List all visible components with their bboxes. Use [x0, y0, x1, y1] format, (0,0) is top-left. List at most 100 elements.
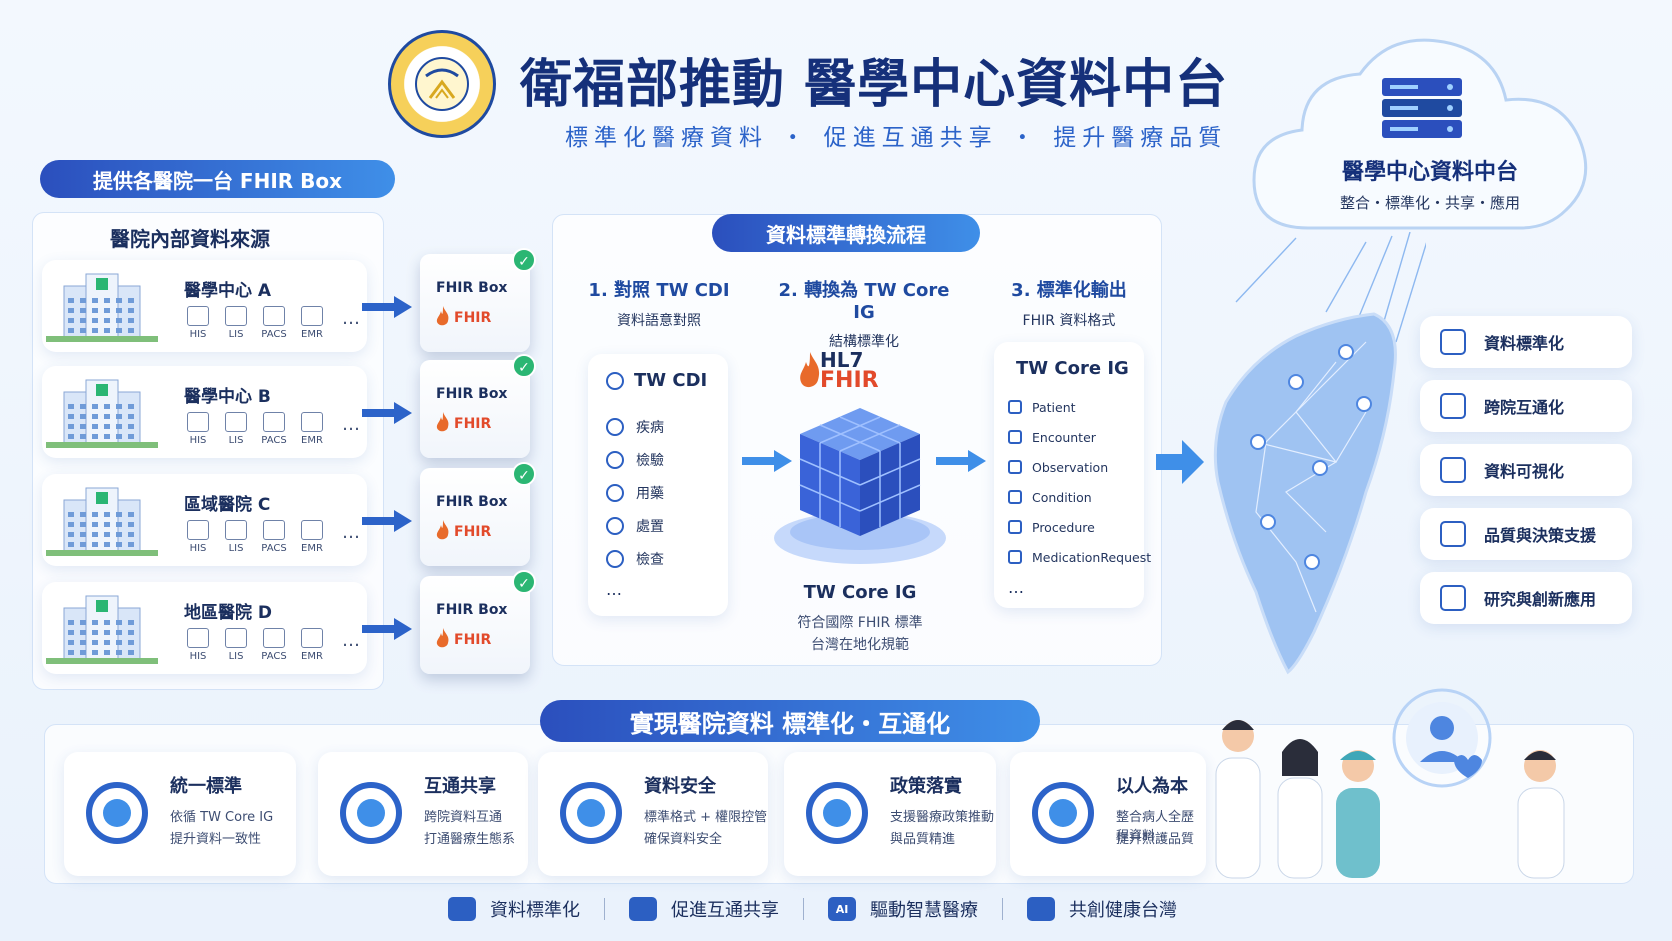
- tw-cdi-card: TW CDI 疾病檢驗用藥處置檢查 …: [588, 354, 728, 616]
- system-icon: [187, 306, 209, 326]
- check-icon: ✓: [512, 570, 536, 594]
- system-label: HIS: [189, 651, 207, 662]
- fhir-box-banner: 提供各醫院一台 FHIR Box: [40, 160, 395, 198]
- system-item: EMR: [298, 412, 326, 446]
- more-systems: …: [342, 414, 360, 435]
- cdi-item: 檢查: [606, 542, 664, 575]
- system-icon: [187, 412, 209, 432]
- system-icon: [301, 306, 323, 326]
- system-icon: [187, 628, 209, 648]
- hospital-to-box-arrow-icon: [362, 402, 412, 424]
- system-icon: [225, 412, 247, 432]
- heart-icon: [1027, 897, 1055, 921]
- system-item: HIS: [184, 628, 212, 662]
- system-item: PACS: [260, 628, 288, 662]
- benefit-line-2: 確保資料安全: [644, 832, 723, 847]
- cdi-item: 用藥: [606, 476, 664, 509]
- hospital-to-box-arrow-icon: [362, 618, 412, 640]
- step-2-title: 2. 轉換為 TW Core IG: [778, 280, 950, 323]
- page-title: 衛福部推動 醫學中心資料中台: [520, 55, 1229, 115]
- system-label: LIS: [228, 329, 244, 340]
- tw-core-ig-header: TW Core IG: [1016, 358, 1129, 379]
- fhir-flame-icon: [436, 306, 449, 326]
- cdi-item-label: 處置: [636, 518, 664, 535]
- ig-resource-item: Encounter: [1008, 422, 1151, 452]
- benefit-title: 以人為本: [1116, 776, 1188, 797]
- cloud-subtitle: 整合・標準化・共享・應用: [1339, 194, 1520, 212]
- feature-icon: [1440, 457, 1466, 483]
- ig-resource-label: Observation: [1032, 459, 1109, 475]
- hospital-name: 地區醫院 D: [184, 603, 273, 623]
- system-item: LIS: [222, 412, 250, 446]
- system-icon: [263, 520, 285, 540]
- benefit-line-2: 與品質精進: [890, 832, 956, 847]
- system-item: PACS: [260, 306, 288, 340]
- cdi-item-label: 檢查: [636, 551, 664, 568]
- feature-item: 品質與決策支援: [1420, 508, 1632, 560]
- system-icon: [263, 628, 285, 648]
- step-3-title: 3. 標準化輸出: [1011, 280, 1127, 301]
- check-icon: ✓: [512, 354, 536, 378]
- feature-item: 資料可視化: [1420, 444, 1632, 496]
- fhir-box-title: FHIR Box: [436, 280, 508, 296]
- system-icon: [301, 628, 323, 648]
- fhir-logo-text: FHIR: [454, 632, 492, 648]
- benefit-icon: [806, 782, 868, 844]
- system-item: PACS: [260, 520, 288, 554]
- fhir-box: FHIR Box FHIR ✓: [420, 462, 536, 566]
- footer-label: 資料標準化: [490, 900, 580, 921]
- ig-resource-label: Condition: [1032, 489, 1092, 505]
- system-item: LIS: [222, 520, 250, 554]
- benefit-line-1: 跨院資料互通: [424, 810, 503, 825]
- feature-label: 跨院互通化: [1484, 398, 1565, 417]
- system-item: LIS: [222, 306, 250, 340]
- system-icon: [225, 306, 247, 326]
- hospital-sources-title: 醫院內部資料來源: [110, 227, 270, 251]
- database-icon: [448, 897, 476, 921]
- system-label: PACS: [261, 329, 287, 340]
- footer-label: 共創健康台灣: [1069, 900, 1177, 921]
- cdi-item-icon: [606, 417, 624, 436]
- server-icon: [1382, 78, 1462, 138]
- footer-separator: [604, 898, 605, 920]
- taiwan-map-icon: [1213, 232, 1426, 675]
- system-item: LIS: [222, 628, 250, 662]
- benefit-title: 資料安全: [644, 776, 716, 797]
- feature-icon: [1440, 585, 1466, 611]
- step-1-title: 1. 對照 TW CDI: [588, 280, 730, 301]
- network-icon: [629, 897, 657, 921]
- feature-label: 研究與創新應用: [1484, 590, 1597, 609]
- fhir-box-title: FHIR Box: [436, 386, 508, 402]
- check-icon: ✓: [512, 462, 536, 486]
- resource-icon: [1008, 490, 1022, 504]
- cdi-item: 疾病: [606, 410, 664, 443]
- cdi-item-label: 用藥: [636, 485, 664, 502]
- system-label: LIS: [228, 651, 244, 662]
- hospital-building-icon: [46, 595, 158, 664]
- cdi-item-icon: [606, 516, 624, 535]
- system-label: HIS: [189, 543, 207, 554]
- hospital-building-icon: [46, 273, 158, 342]
- fhir-box: FHIR Box FHIR ✓: [420, 248, 536, 352]
- system-item: EMR: [298, 520, 326, 554]
- cdi-item-icon: [606, 483, 624, 502]
- system-label: EMR: [301, 651, 323, 662]
- ig-resource-label: Encounter: [1032, 429, 1096, 445]
- system-item: PACS: [260, 412, 288, 446]
- feature-icon: [1440, 393, 1466, 419]
- hospital-to-box-arrow-icon: [362, 510, 412, 532]
- ig-resource-label: Procedure: [1032, 519, 1095, 535]
- system-label: PACS: [261, 651, 287, 662]
- fhir-flame-icon: [436, 520, 449, 540]
- benefit-icon: [86, 782, 148, 844]
- tw-cdi-header: TW CDI: [634, 370, 708, 391]
- page-subtitle: 標準化醫療資料 ・ 促進互通共享 ・ 提升醫療品質: [565, 125, 1228, 151]
- feature-item: 研究與創新應用: [1420, 572, 1632, 624]
- hospital-name: 醫學中心 B: [184, 387, 271, 407]
- system-label: EMR: [301, 329, 323, 340]
